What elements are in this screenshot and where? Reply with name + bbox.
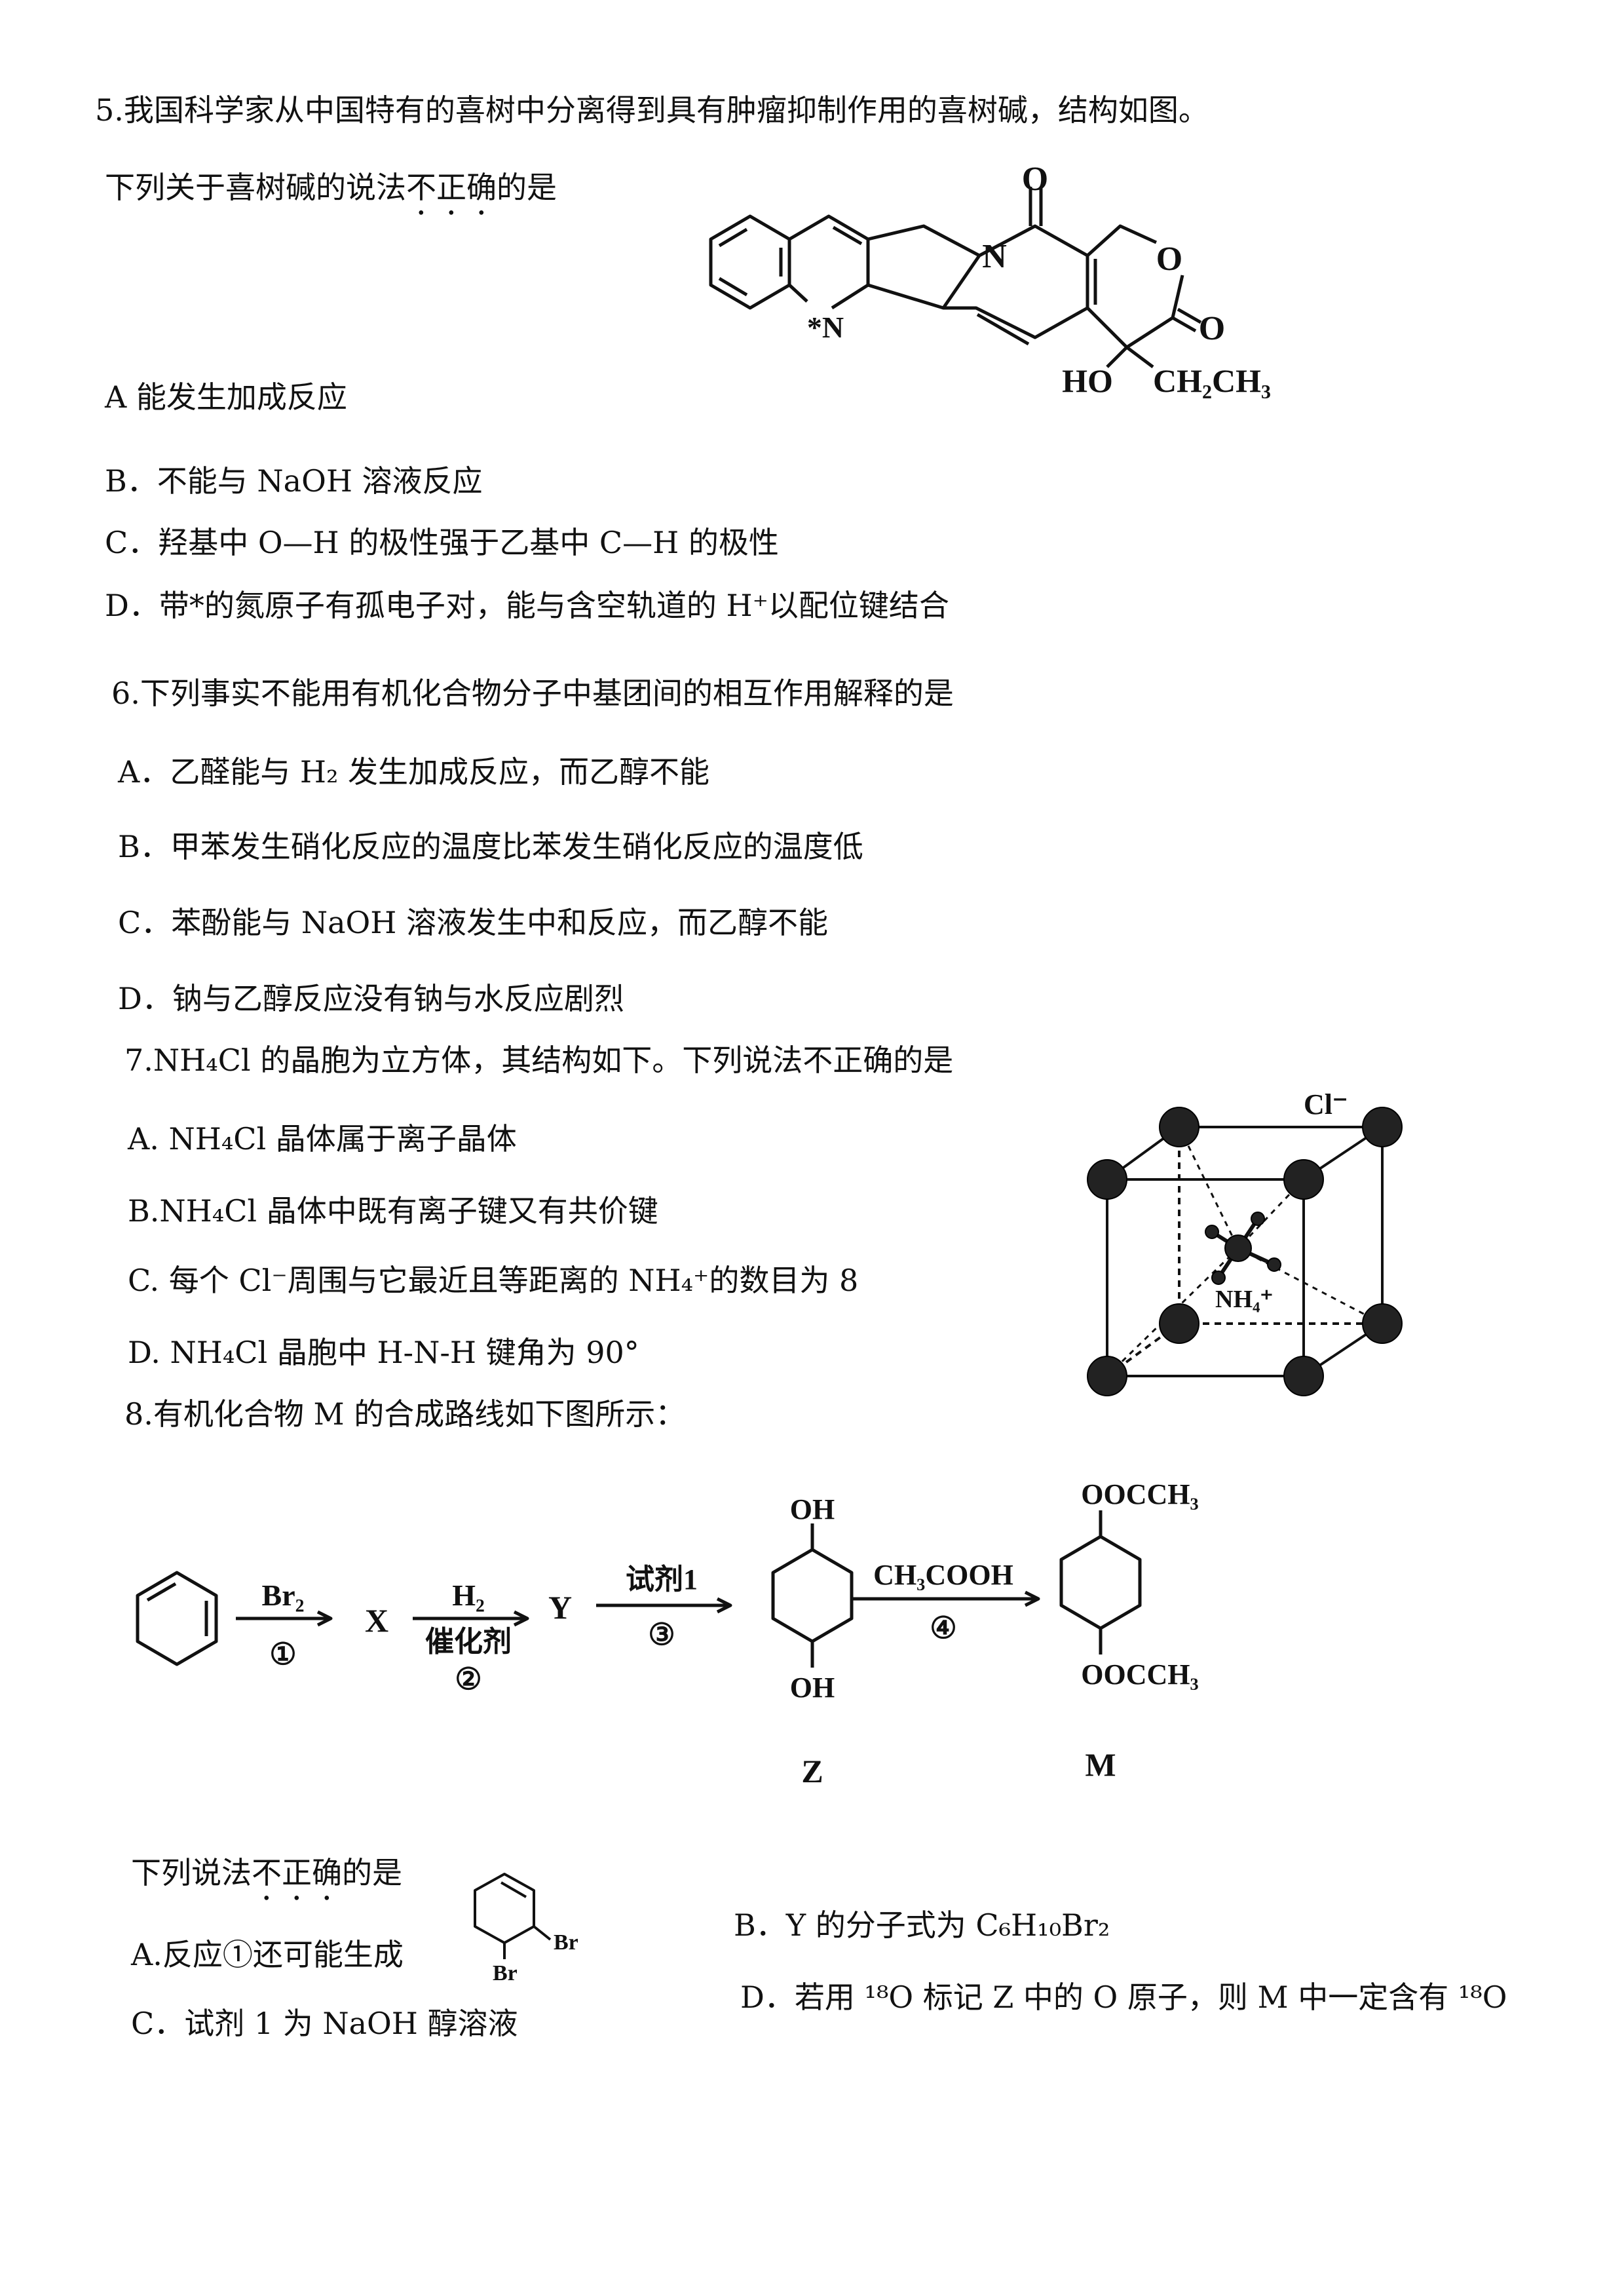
step1-number: ① <box>269 1637 296 1671</box>
compound-m-label: M <box>1085 1746 1116 1783</box>
step2-condition: 催化剂 <box>425 1626 512 1658</box>
q5-prompt-emphasis: 不正确 <box>406 170 497 205</box>
q8-prompt-post: 的是 <box>342 1855 402 1890</box>
q8-prompt: 下列说法不正确的是 <box>131 1854 402 1907</box>
q7-option-a: A. NH₄Cl 晶体属于离子晶体 <box>128 1121 517 1157</box>
q5-ring-n-label: N <box>982 238 1007 275</box>
q6-stem: 6.下列事实不能用有机化合物分子中基团间的相互作用解释的是 <box>111 676 954 711</box>
q8-option-b: B．Y 的分子式为 C₆H₁₀Br₂ <box>734 1907 1110 1943</box>
q6-option-d: D．钠与乙醇反应没有钠与水反应剧烈 <box>118 981 624 1016</box>
q5-option-a: A 能发生加成反应 <box>105 379 347 415</box>
q8-stem: 8.有机化合物 M 的合成路线如下图所示： <box>124 1396 686 1432</box>
compound-z-label: Z <box>801 1753 823 1789</box>
q8-option-c: C．试剂 1 为 NaOH 醇溶液 <box>131 2006 518 2041</box>
step2-reagent: H₂ <box>452 1578 485 1612</box>
q5-ring-o-label: O <box>1156 240 1182 278</box>
q5-option-d: D．带*的氮原子有孤电子对，能与含空轨道的 H⁺以配位键结合 <box>105 588 949 623</box>
q8-option-a: A.反应①还可能生成 <box>131 1937 404 1972</box>
step4-reagent: CH₃COOH <box>873 1559 1013 1591</box>
q5-stem: 5.我国科学家从中国特有的喜树中分离得到具有肿瘤抑制作用的喜树碱，结构如图。 <box>95 92 1209 128</box>
step3-number: ③ <box>648 1618 675 1651</box>
q7-ammonium-label: NH₄⁺ <box>1215 1286 1273 1313</box>
intermediate-y: Y <box>548 1589 572 1626</box>
q5-prompt-post: 的是 <box>497 170 557 205</box>
q8-br-label-1: Br <box>554 1930 578 1955</box>
q8-prompt-emphasis: 不正确 <box>252 1855 342 1890</box>
q5-option-c: C．羟基中 O—H 的极性强于乙基中 C—H 的极性 <box>105 525 779 560</box>
step3-reagent: 试剂1 <box>626 1563 698 1596</box>
z-top-oh: OH <box>790 1493 835 1525</box>
q7-option-b: B.NH₄Cl 晶体中既有离子键又有共价键 <box>128 1193 658 1229</box>
q7-option-d: D. NH₄Cl 晶胞中 H-N-H 键角为 90° <box>128 1335 639 1370</box>
q5-carbonyl-o-label: O <box>1022 161 1048 198</box>
step1-reagent: Br₂ <box>262 1578 305 1612</box>
m-top-ester: OOCCH₃ <box>1081 1478 1198 1510</box>
q7-stem: 7.NH₄Cl 的晶胞为立方体，其结构如下。下列说法不正确的是 <box>124 1043 954 1078</box>
q5-starred-n-label: *N <box>807 311 844 344</box>
q8-br-label-2: Br <box>493 1961 518 1985</box>
q8-prompt-pre: 下列说法 <box>131 1855 252 1890</box>
q6-option-a: A．乙醛能与 H₂ 发生加成反应，而乙醇不能 <box>118 754 710 790</box>
q7-chloride-label: Cl⁻ <box>1304 1088 1348 1120</box>
step2-number: ② <box>455 1662 482 1696</box>
z-bottom-oh: OH <box>790 1672 835 1704</box>
q6-option-b: B．甲苯发生硝化反应的温度比苯发生硝化反应的温度低 <box>118 829 863 864</box>
intermediate-x: X <box>365 1602 388 1639</box>
q8-option-d: D．若用 ¹⁸O 标记 Z 中的 O 原子，则 M 中一定含有 ¹⁸O <box>740 1980 1507 2015</box>
q5-lactone-o-label: O <box>1199 310 1225 347</box>
m-bottom-ester: OOCCH₃ <box>1081 1658 1198 1691</box>
q5-prompt: 下列关于喜树碱的说法不正确的是 <box>105 169 557 222</box>
q5-option-b: B．不能与 NaOH 溶液反应 <box>105 463 483 499</box>
q5-prompt-pre: 下列关于喜树碱的说法 <box>105 170 406 205</box>
q7-option-c: C. 每个 Cl⁻周围与它最近且等距离的 NH₄⁺的数目为 8 <box>128 1263 859 1298</box>
q5-ethyl-label: CH₂CH₃ <box>1153 362 1271 399</box>
step4-number: ④ <box>930 1611 956 1645</box>
q5-hydroxyl-label: HO <box>1062 362 1113 399</box>
q6-option-c: C．苯酚能与 NaOH 溶液发生中和反应，而乙醇不能 <box>118 905 828 940</box>
